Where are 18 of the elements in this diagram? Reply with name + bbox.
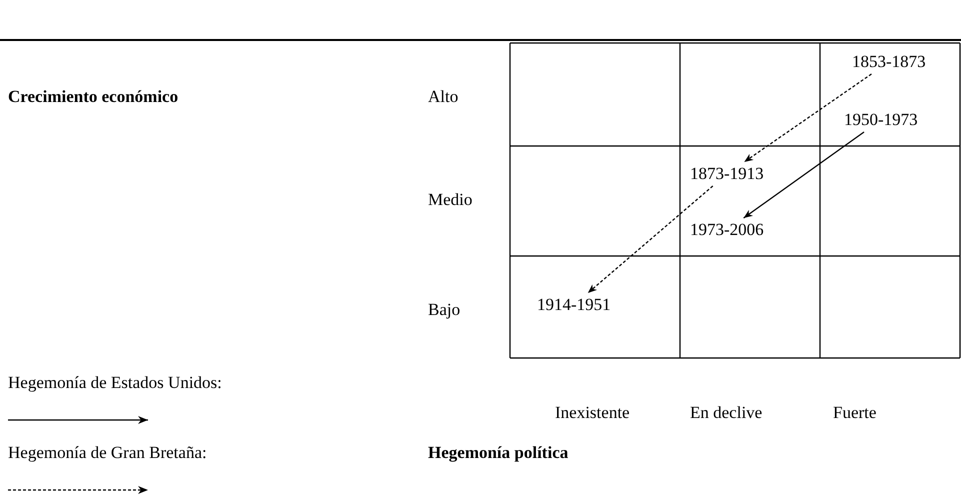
legend-label: Hegemonía de Gran Bretaña: [8,443,207,463]
row-label: Bajo [428,300,460,320]
year-label: 1973-2006 [690,220,764,240]
year-label: 1950-1973 [844,110,918,130]
arrow [744,74,872,162]
arrow [587,186,714,294]
legend-label: Hegemonía de Estados Unidos: [8,373,222,393]
column-label: Inexistente [555,403,630,423]
axis-title: Hegemonía política [428,443,568,463]
arrow [743,132,864,218]
year-label: 1873-1913 [690,164,764,184]
column-label: En declive [690,403,762,423]
axis-title: Crecimiento económico [8,87,178,107]
year-label: 1853-1873 [852,52,926,72]
row-label: Alto [428,87,458,107]
year-label: 1914-1951 [537,295,611,315]
column-label: Fuerte [833,403,876,423]
row-label: Medio [428,190,472,210]
